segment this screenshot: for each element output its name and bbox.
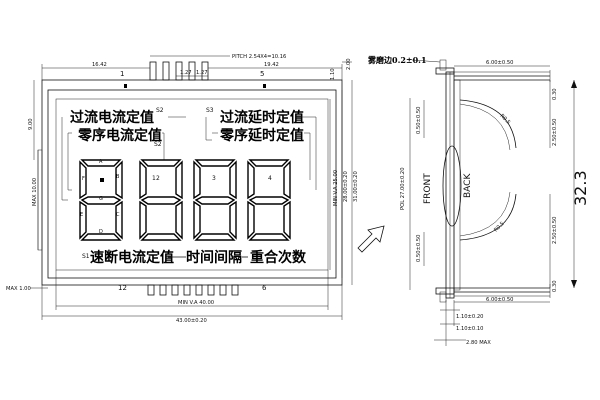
dim-top-left: 16.42 bbox=[92, 62, 107, 68]
front-view: 1 5 12 6 过流电流定值 零序电流定值 过流延时定值 零序延时定值 S2 … bbox=[41, 61, 343, 296]
digit-1 bbox=[79, 159, 123, 241]
label-brackets bbox=[61, 116, 317, 201]
dim-right-small: 1.10 bbox=[330, 68, 336, 80]
digit-number-1: 1 bbox=[152, 175, 156, 182]
segment-letter-g: G bbox=[99, 196, 103, 202]
dim-050-top: 0.50±0.50 bbox=[416, 107, 422, 134]
side-title-edge-grind: 雾磨边0.2±0.1 bbox=[367, 55, 427, 65]
dim-big-height: 32.3 bbox=[571, 170, 590, 206]
dim-pin-left: 1.27 bbox=[180, 70, 192, 76]
marker-s2-top: S2 bbox=[156, 107, 164, 114]
dim-030-bottom: 0.30 bbox=[552, 280, 558, 292]
dim-max-height: MAX 10.00 bbox=[32, 178, 38, 206]
dim-110: 1.10±0.20 bbox=[456, 314, 483, 320]
dim-bottom-width: 6.00±0.50 bbox=[486, 297, 513, 303]
dim-min-va-width: MIN V.A 40.00 bbox=[178, 300, 214, 306]
dim-top-right: 19.42 bbox=[264, 62, 279, 68]
dim-pitch: PITCH 2.54X4=10.16 bbox=[232, 54, 286, 60]
bottom-pins bbox=[147, 284, 239, 296]
dim-280: 2.80 MAX bbox=[466, 340, 491, 346]
dim-height-1: 28.00±0.20 bbox=[343, 171, 349, 202]
dim-pin-right: 1.27 bbox=[196, 70, 208, 76]
viewing-area bbox=[55, 98, 329, 271]
segment-letter-f: F bbox=[82, 176, 85, 182]
dim-height-2: 31.00±0.20 bbox=[353, 171, 359, 202]
digit-number-2: 2 bbox=[156, 175, 160, 182]
dim-max-left: MAX 1.00 bbox=[6, 286, 31, 292]
dim-total-width: 43.00±0.20 bbox=[176, 318, 207, 324]
label-time-interval: 时间间隔 bbox=[186, 249, 242, 266]
digit-number-3: 3 bbox=[212, 175, 216, 182]
arrow-icon bbox=[357, 225, 385, 253]
dim-min-va: MIN V.A 25.00 bbox=[333, 170, 339, 206]
dim-120: 1.10±0.10 bbox=[456, 326, 483, 332]
front-dimensions: 16.42 PITCH 2.54X4=10.16 1.27 1.27 19.42… bbox=[6, 54, 359, 324]
segment-letter-c: C bbox=[116, 212, 120, 218]
dim-right-small-top: 2.00 bbox=[346, 58, 352, 70]
side-view: 雾磨边0.2±0.1 R0.5 R0.5 FRONT BACK bbox=[367, 55, 590, 346]
pin-number-bottom-left: 12 bbox=[118, 284, 127, 292]
digit-2 bbox=[139, 159, 183, 241]
label-front: FRONT bbox=[423, 173, 433, 204]
segment-letter-b: B bbox=[116, 174, 120, 180]
marker-s1: S1 bbox=[82, 253, 90, 260]
pin-number-bottom-right: 6 bbox=[262, 284, 267, 292]
colon-dot bbox=[100, 178, 104, 182]
digit-3 bbox=[193, 159, 237, 241]
pin-number-top-right: 5 bbox=[260, 70, 264, 78]
dim-030-top: 0.30 bbox=[552, 88, 558, 100]
inner-glass-outline bbox=[47, 89, 337, 279]
top-pins bbox=[124, 61, 266, 88]
segment-letter-d: D bbox=[99, 229, 103, 235]
dim-050-bottom: 0.50±0.50 bbox=[416, 235, 422, 262]
pin-number-top-left: 1 bbox=[120, 70, 124, 78]
label-reclose-count: 重合次数 bbox=[250, 249, 307, 266]
label-zero-seq-current: 零序电流定值 bbox=[77, 127, 162, 144]
marker-s2-mid: S2 bbox=[154, 141, 162, 148]
label-instant-current: 速断电流定值 bbox=[90, 249, 174, 266]
dim-pol: POL 27.00±0.20 bbox=[400, 168, 406, 211]
dim-250-bottom: 2.50±0.50 bbox=[552, 217, 558, 244]
label-back: BACK bbox=[463, 173, 473, 198]
dim-250-top: 2.50±0.50 bbox=[552, 119, 558, 146]
segment-letter-a: A bbox=[99, 159, 103, 165]
label-zero-seq-delay: 零序延时定值 bbox=[219, 127, 304, 144]
label-overcurrent-value: 过流电流定值 bbox=[70, 109, 154, 126]
dim-left-vertical: 9.00 bbox=[28, 118, 34, 130]
digit-number-4: 4 bbox=[268, 175, 272, 182]
marker-s3: S3 bbox=[206, 107, 214, 114]
dim-top-width: 6.00±0.50 bbox=[486, 60, 513, 66]
segment-letter-e: E bbox=[80, 212, 83, 218]
digit-4 bbox=[247, 159, 291, 241]
label-overcurrent-delay: 过流延时定值 bbox=[220, 109, 304, 126]
